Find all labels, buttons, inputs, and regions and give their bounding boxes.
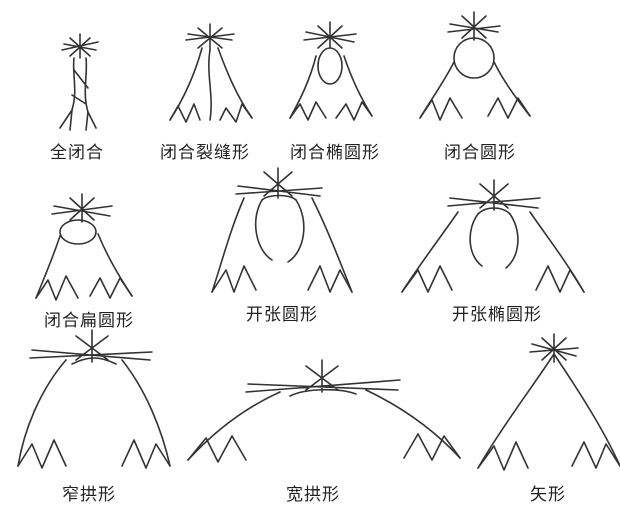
shape-narrow-arch: [17, 329, 171, 469]
label-wide-arch: 宽拱形: [286, 485, 340, 505]
label-pointed: 矢形: [530, 485, 566, 505]
shape-open-round: [211, 167, 353, 293]
shape-full-closed: [59, 33, 99, 131]
label-full-closed: 全闭合: [50, 143, 104, 163]
shape-closed-ellipse: [289, 21, 373, 121]
shape-closed-flat-round: [35, 193, 133, 301]
shape-closed-slit: [169, 23, 253, 123]
label-closed-round: 闭合圆形: [444, 143, 516, 163]
label-narrow-arch: 窄拱形: [62, 485, 116, 505]
shape-wide-arch: [187, 359, 461, 463]
label-closed-flat-round: 闭合扁圆形: [44, 311, 134, 331]
label-open-round: 开张圆形: [246, 305, 318, 325]
shape-pointed: [477, 333, 620, 471]
label-closed-slit: 闭合裂缝形: [160, 143, 250, 163]
label-closed-ellipse: 闭合椭圆形: [290, 143, 380, 163]
label-open-ellipse: 开张椭圆形: [452, 305, 542, 325]
shape-open-ellipse: [401, 179, 585, 293]
shape-closed-round: [419, 11, 531, 121]
